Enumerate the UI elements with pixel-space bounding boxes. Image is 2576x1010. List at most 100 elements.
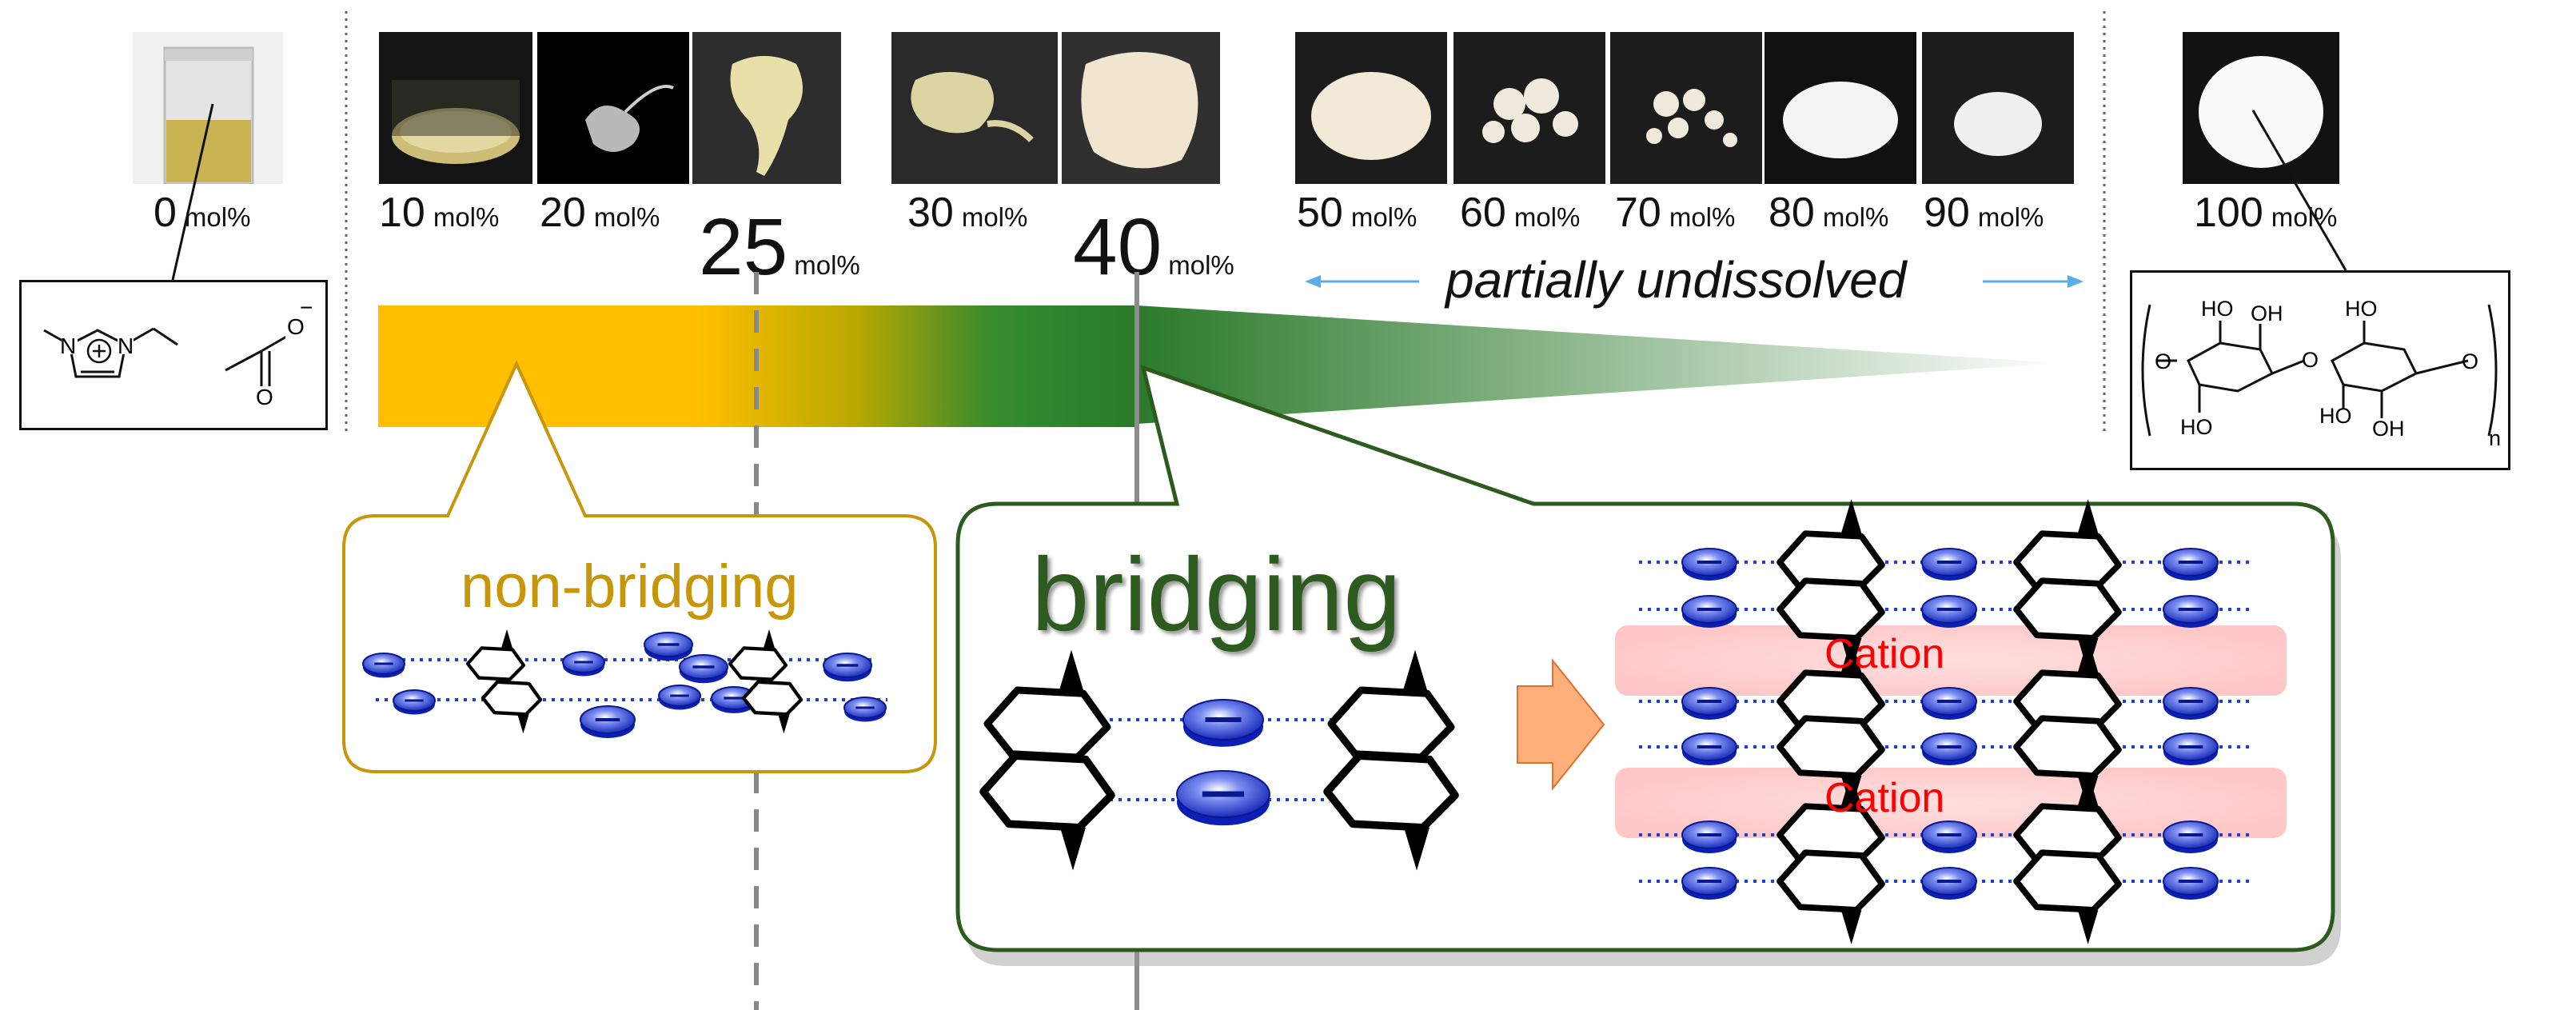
sample-photo-40 [1062,32,1220,184]
anion-icon [679,654,728,684]
cation-band-2 [1615,768,2287,838]
atom-o-carbonyl: O [256,385,273,409]
fading-wedge [1137,305,2063,424]
anion-icon [1681,548,1737,581]
anion-icon [580,705,636,738]
cellulose-ho-4: HO [2319,404,2352,428]
anion-icon [644,632,693,661]
glucose-ring-icon [728,629,788,681]
cellulose-o-right: O [2462,349,2479,373]
anion-icon [562,651,605,677]
sample-photo-25 [692,32,841,184]
cellulose-oh-2: OH [2372,417,2405,441]
cation-label-2: Cation [1824,775,1945,821]
anion-icon [1921,548,1977,581]
sample-photo-50 [1295,32,1447,184]
glucose-ring-icon [2013,499,2122,594]
sample-photo-10 [379,32,532,184]
cellulose-ho-3: HO [2345,297,2378,321]
glucose-ring-icon [2013,849,2122,944]
anion-icon [843,697,887,722]
glucose-ring-icon [1776,849,1885,944]
anion-icon [2163,687,2219,720]
non-bridging-label: non-bridging [461,553,799,621]
cation-label-1: Cation [1824,631,1945,677]
anion-icon [1681,867,1737,900]
cellulose-ho-1: HO [2201,297,2234,321]
sample-photo-60 [1453,32,1605,184]
glucose-ring-icon [983,649,1111,761]
cellulose-o-bridge: O [2302,348,2319,372]
cellulose-structure: O HO OH HO O HO HO OH O n [2130,270,2510,470]
cellulose-ho-2: HO [2180,415,2213,439]
sample-photo-80 [1765,32,1916,184]
glucose-ring-icon [741,680,804,734]
anion-icon [1176,770,1270,826]
anion-icon [1681,595,1737,628]
glucose-ring-icon [1327,649,1455,761]
anion-icon [658,685,701,710]
range-label: partially undissolved [1446,251,1907,309]
anion-icon [1921,595,1977,628]
atom-n-left: N [60,333,77,358]
sample-photo-0 [133,32,283,186]
anion-icon [2163,820,2219,853]
sample-photo-70 [1610,32,1762,184]
anion-icon [362,653,405,678]
glucose-ring-icon [1323,752,1459,871]
glucose-ring-icon [465,629,526,681]
sample-photo-90 [1922,32,2074,184]
anion-icon [1681,687,1737,720]
glucose-ring-icon [979,752,1115,871]
sample-photo-30 [891,32,1058,184]
anion-icon [393,689,436,715]
cellulose-subscript-n: n [2489,426,2502,450]
anion-charge: − [300,295,313,320]
anion-icon [1681,733,1737,765]
bridging-label: bridging [1031,536,1402,653]
anion-icon [2163,548,2219,581]
atom-n-right: N [118,333,134,358]
anion-icon [2163,595,2219,628]
cellulose-o-left: O [2155,349,2172,373]
sample-photo-100 [2183,32,2339,184]
anion-icon [1921,687,1977,720]
glucose-ring-icon [2013,715,2122,810]
glucose-ring-icon [481,680,543,734]
transition-arrow [1517,658,1605,791]
glucose-ring-icon [1776,499,1885,594]
sample-photo-20 [537,32,689,184]
anion-icon [2163,733,2219,765]
anion-icon [1182,699,1264,747]
anion-icon [823,653,872,682]
anion-icon [1681,820,1737,853]
anion-icon [1921,867,1977,900]
glucose-ring-icon [2013,577,2122,673]
atom-o-anion: O [287,314,305,339]
cation-band-1 [1615,625,2287,696]
anion-icon [1921,820,1977,853]
anion-icon [2163,867,2219,900]
ionic-liquid-structure: N N O O − [19,280,328,430]
anion-icon [1921,733,1977,765]
cellulose-oh-1: OH [2251,301,2283,325]
